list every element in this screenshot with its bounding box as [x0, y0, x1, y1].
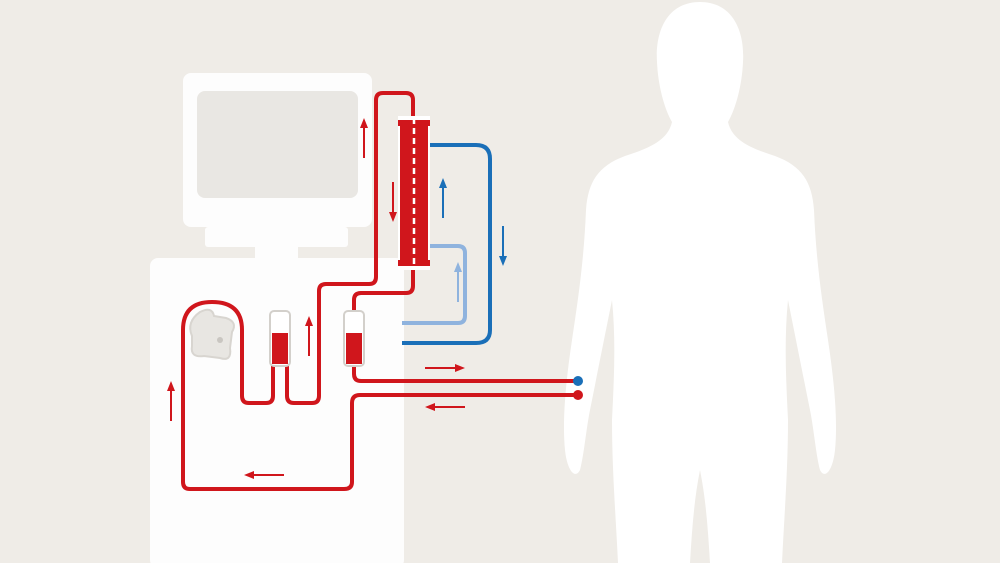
monitor-stand [205, 227, 348, 247]
blood-line-to-filter [285, 91, 415, 405]
blood-pump [189, 308, 235, 360]
machine-body [150, 258, 404, 563]
flow-arrow-left-icon [244, 471, 284, 479]
venous-connector [573, 376, 583, 386]
human-silhouette [563, 2, 837, 563]
monitor-neck [255, 245, 298, 261]
flow-arrow-up-icon [454, 262, 462, 302]
dialyzer-filter [398, 116, 430, 270]
arterial-connector [573, 390, 583, 400]
flow-arrow-up-icon [360, 118, 368, 158]
dialysate-fresh-line [402, 244, 467, 325]
drip-chamber-1 [269, 310, 291, 367]
dialysate-used-line [402, 143, 492, 345]
blood-circuit [181, 91, 578, 491]
flow-arrow-right-icon [425, 364, 465, 372]
flow-arrow-up-icon [305, 316, 313, 356]
flow-arrow-up-icon [439, 178, 447, 218]
flow-arrow-left-icon [425, 403, 465, 411]
blood-line-from-filter [352, 266, 415, 314]
flow-arrows [167, 118, 507, 479]
pump-hub [217, 337, 223, 343]
monitor-screen [197, 91, 358, 198]
drip-chamber-2 [343, 310, 365, 367]
blood-line-to-patient [352, 362, 578, 383]
flow-arrow-down-icon [389, 182, 397, 222]
flow-arrow-down-icon [499, 226, 507, 266]
flow-arrow-up-icon [167, 381, 175, 421]
blood-return-line [181, 300, 578, 491]
